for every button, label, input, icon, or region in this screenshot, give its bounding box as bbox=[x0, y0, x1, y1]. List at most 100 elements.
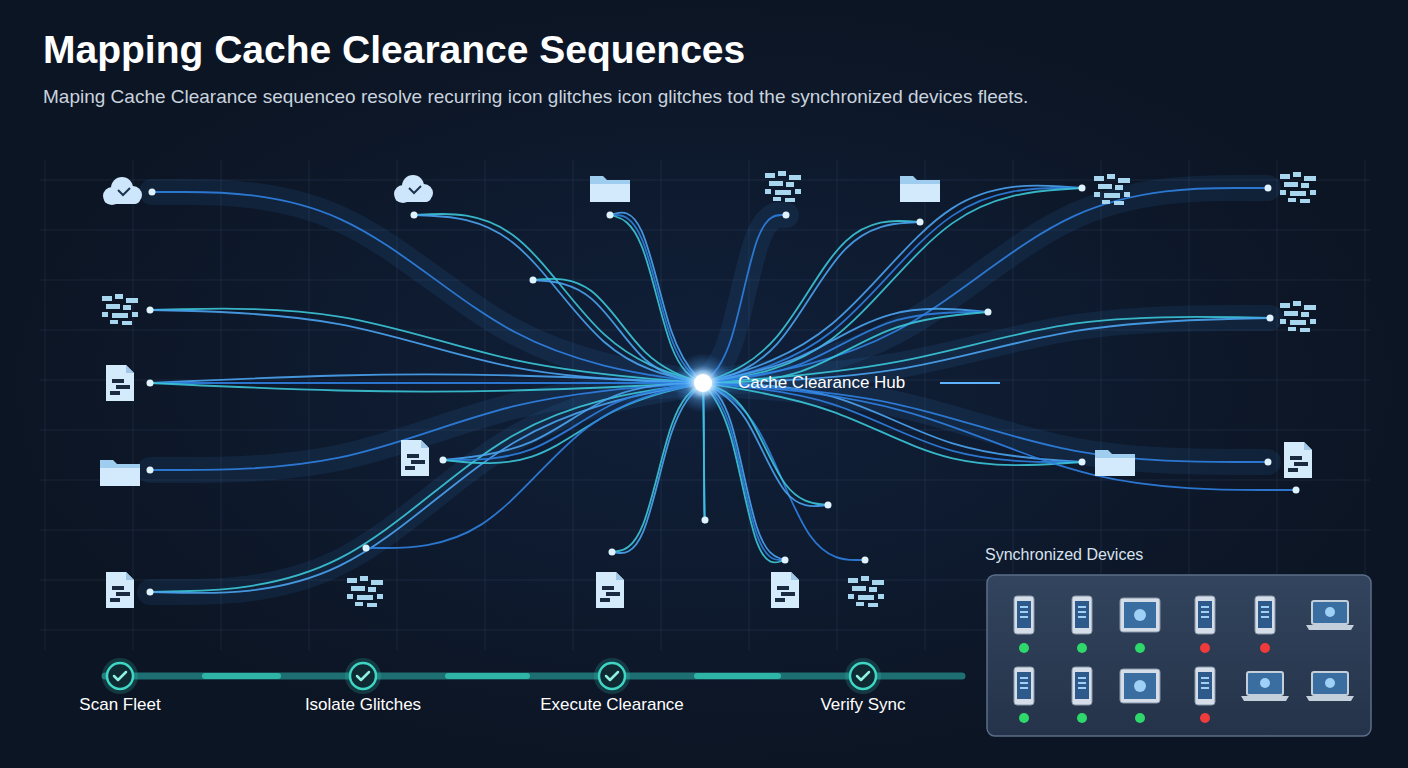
glitch-block bbox=[1280, 319, 1286, 324]
device-body bbox=[1072, 667, 1092, 705]
glitch-block bbox=[368, 587, 376, 592]
status-dot bbox=[1077, 643, 1087, 653]
glitch-block bbox=[778, 171, 786, 176]
progress-connector bbox=[205, 673, 278, 679]
screen-icon bbox=[1260, 678, 1270, 688]
glitch-mark bbox=[1294, 462, 1308, 466]
doc-fold bbox=[1304, 442, 1312, 450]
doc-fold bbox=[421, 440, 429, 448]
screen-line bbox=[1261, 611, 1269, 613]
glitch-block bbox=[123, 305, 131, 310]
hub-core bbox=[694, 374, 712, 392]
wire-dot bbox=[607, 212, 614, 219]
step-circle bbox=[350, 663, 376, 689]
grid-line bbox=[40, 280, 1370, 281]
tablet-device bbox=[1120, 669, 1160, 703]
step-label: Execute Clearance bbox=[527, 695, 697, 715]
screen-line bbox=[1078, 677, 1086, 679]
node-outline bbox=[985, 543, 1373, 739]
wire bbox=[366, 383, 703, 548]
glitch-block bbox=[858, 595, 874, 600]
glow-swaths bbox=[150, 188, 1270, 592]
phone-device bbox=[1014, 596, 1034, 634]
glitch-icon bbox=[848, 576, 884, 607]
hub-label: Cache Clearance Hub bbox=[738, 373, 905, 393]
doc-sheet bbox=[771, 572, 799, 608]
doc-icon bbox=[771, 572, 799, 608]
wire-dot bbox=[1079, 459, 1086, 466]
wire-dot bbox=[783, 212, 790, 219]
glitch-block bbox=[1310, 190, 1316, 195]
status-dot bbox=[1260, 643, 1270, 653]
wires bbox=[150, 186, 1296, 593]
glitch-mark bbox=[781, 592, 795, 596]
screen-line bbox=[1201, 606, 1209, 608]
glitch-block bbox=[1280, 190, 1286, 195]
phone-device bbox=[1195, 596, 1215, 634]
screen-icon bbox=[1134, 680, 1146, 692]
device-body bbox=[1255, 596, 1275, 634]
glitch-block bbox=[795, 189, 801, 194]
glitch-block bbox=[765, 189, 771, 194]
device-screen bbox=[1124, 673, 1156, 699]
glitch-block bbox=[1280, 174, 1290, 179]
glitch-block bbox=[357, 595, 373, 600]
step-marker: Isolate Glitches bbox=[278, 662, 448, 720]
cloud-part bbox=[395, 192, 431, 202]
glitch-block bbox=[1107, 174, 1115, 179]
grid-line bbox=[45, 160, 46, 650]
step-glow bbox=[594, 658, 630, 694]
glitch-block bbox=[1288, 327, 1296, 331]
folder-front bbox=[1095, 458, 1135, 476]
wire bbox=[703, 186, 1082, 383]
glitch-block bbox=[132, 312, 138, 317]
cloud-icon bbox=[103, 177, 142, 205]
wire bbox=[703, 383, 865, 560]
wire-dot bbox=[149, 189, 156, 196]
doc-sheet bbox=[106, 365, 134, 401]
check-mark bbox=[857, 672, 869, 680]
grid-line bbox=[40, 430, 1370, 431]
phone-device bbox=[1255, 596, 1275, 634]
device-screen bbox=[1075, 601, 1089, 628]
glitch-block bbox=[1102, 200, 1110, 204]
wire-dot bbox=[363, 545, 370, 552]
device-body bbox=[1195, 667, 1215, 705]
doc-sheet bbox=[106, 572, 134, 608]
wire bbox=[150, 382, 703, 384]
hub-glow bbox=[673, 353, 733, 413]
glitch-icon bbox=[102, 294, 138, 325]
glitch-block bbox=[856, 602, 864, 606]
folder-back bbox=[590, 176, 630, 202]
doc-fold bbox=[791, 572, 799, 580]
glitch-block bbox=[1300, 328, 1310, 332]
screen-line bbox=[1020, 682, 1028, 684]
wire bbox=[703, 383, 1296, 490]
wire-dot bbox=[1267, 315, 1274, 322]
glitch-block bbox=[1290, 320, 1306, 325]
wire-dot bbox=[917, 219, 924, 226]
device-body bbox=[1120, 598, 1160, 632]
wire bbox=[703, 383, 1082, 462]
laptop-base bbox=[1306, 625, 1354, 630]
wire-dot bbox=[530, 277, 537, 284]
glitch-block bbox=[786, 182, 794, 187]
wire bbox=[150, 383, 703, 592]
status-dot bbox=[1135, 713, 1145, 723]
device-screen bbox=[1247, 672, 1283, 695]
glitch-block bbox=[773, 197, 781, 201]
glitch-mark bbox=[600, 598, 610, 602]
doc-sheet bbox=[1284, 442, 1312, 478]
glitch-block bbox=[1124, 192, 1130, 197]
icons bbox=[100, 171, 1316, 608]
tablet-device bbox=[1120, 598, 1160, 632]
glitch-block bbox=[1114, 201, 1124, 205]
wire bbox=[150, 309, 703, 383]
folder-icon bbox=[1095, 450, 1135, 476]
screen-line bbox=[1201, 677, 1209, 679]
wire bbox=[414, 215, 703, 383]
panel-heading: Synchronized Devices bbox=[985, 546, 1143, 564]
glitch-block bbox=[1104, 193, 1120, 198]
screen-line bbox=[1261, 606, 1269, 608]
device-panel: Synchronized Devices bbox=[985, 543, 1373, 739]
